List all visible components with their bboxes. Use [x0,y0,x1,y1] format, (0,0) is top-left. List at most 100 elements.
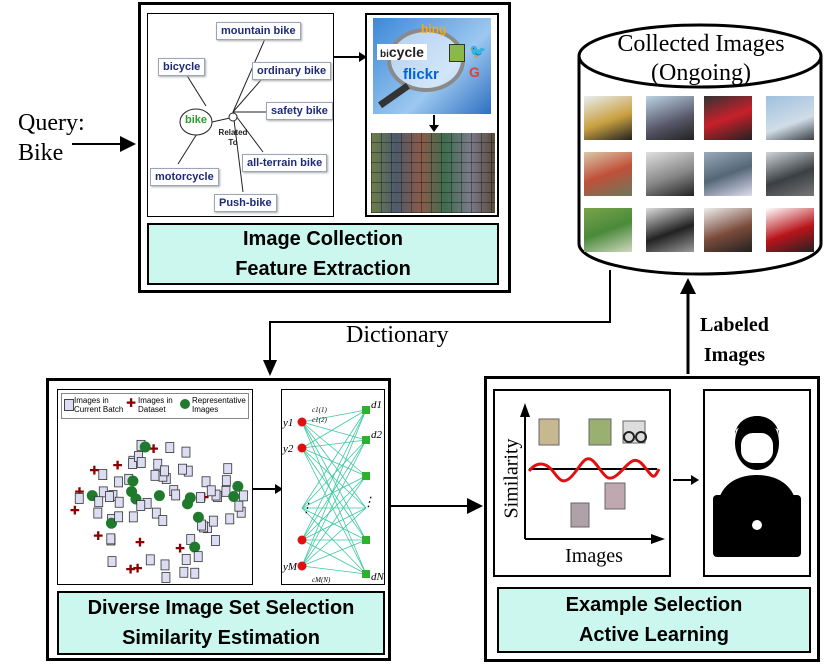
graph-node-all-terrain-bike: all-terrain bike [242,154,328,172]
batch-image-glyph [114,496,124,508]
batch-image-glyph [151,507,161,519]
labeled-images-line2: Images [703,344,765,366]
image-collection-caption: Image Collection Feature Extraction [147,223,499,285]
database-title-line1: Collected Images [617,31,785,57]
batch-image-glyph [181,554,191,565]
legend-dataset-icon: ✚ [126,396,137,410]
image-collection-panel: bike Related To mountain bike bicycle or… [138,2,511,293]
image-collection-caption-line1: Image Collection [242,228,404,250]
batch-image-glyph [74,493,84,504]
chart-ylabel: Similarity [500,438,523,519]
bipartite-edge [301,421,367,509]
bipartite-edge [301,409,367,449]
bipartite-right-node [362,472,370,480]
batch-image-glyph [114,511,124,523]
dataset-image-glyph: ✚ [175,542,185,556]
batch-image-glyph [193,551,203,563]
bipartite-left-node [297,417,307,427]
batch-image-glyph [114,476,123,488]
search-engine-image: bing bicycle 🐦 G flickr [373,18,491,114]
bipartite-c-label: c1(1) [312,406,327,414]
bipartite-d-label: d2 [371,429,383,441]
labeled-images-line1: Labeled [700,314,769,336]
diversity-caption: Diverse Image Set Selection Similarity E… [57,591,385,655]
batch-image-glyph [201,476,211,488]
batch-image-glyph [106,533,116,545]
twitter-icon: 🐦 [469,45,487,60]
bipartite-edge [301,507,367,541]
cursor-hand-icon [449,44,465,62]
similarity-chart-box: Similarity Images [493,389,671,577]
search-word-prefix: bi [380,49,389,60]
database-cylinder [577,23,823,276]
representative-image-glyph [139,441,151,453]
bipartite-right-node [362,436,370,444]
query-prefix: Query: [18,110,85,136]
dataset-image-glyph: ✚ [135,536,145,550]
bipartite-edge [301,475,367,567]
batch-image-glyph [171,489,181,501]
scatter-plot: ✚✚✚✚✚✚✚✚✚✚✚ [70,439,248,583]
bipartite-d-label: ⋮ [362,494,375,509]
collected-image [704,96,752,140]
dataset-image-glyph: ✚ [70,504,80,518]
arrow-graph-to-search [333,52,367,62]
batch-image-glyph [179,566,189,578]
batch-image-glyph [98,469,108,481]
dataset-image-glyph: ✚ [89,464,99,478]
batch-image-glyph [196,492,205,503]
bipartite-d-label: dN [371,571,384,583]
diversity-caption-line2: Similarity Estimation [122,627,320,649]
collected-image [766,152,814,196]
batch-image-glyph [160,559,170,571]
batch-image-glyph [94,496,104,508]
batch-image-glyph [136,500,146,511]
collected-image [766,208,814,252]
representative-image-glyph [153,490,165,502]
search-word: bicycle [377,44,427,60]
batch-image-glyph [234,500,244,512]
representative-image-glyph [189,541,201,553]
bipartite-edge [301,565,367,575]
bipartite-y-label: y1 [282,417,293,429]
bing-label: bing [421,22,447,36]
bipartite-edge [301,439,367,449]
bipartite-c-label: c1(2) [312,416,327,424]
batch-image-glyph [221,485,231,497]
query-value: Bike [18,140,64,166]
batch-image-glyph [128,458,137,469]
batch-image-glyph [128,511,138,523]
bipartite-right-node [362,570,370,578]
batch-image-glyph [150,469,160,481]
legend-representative-label: Representative Images [192,396,246,414]
bipartite-edge [301,447,367,575]
collected-image [584,96,632,140]
arrow-labeled-images [680,278,696,374]
google-label: G [469,64,480,80]
bipartite-edge [301,409,367,509]
collected-image [646,152,694,196]
batch-image-glyph [181,446,191,458]
dataset-image-glyph: ✚ [112,459,122,473]
database-title-line2: (Ongoing) [651,60,751,86]
representative-image-glyph [127,475,139,487]
bipartite-edge [301,409,367,423]
bipartite-right-node [362,406,370,414]
batch-image-glyph [206,485,216,497]
arrow-dictionary [263,270,611,376]
representative-image-glyph [228,490,240,502]
bipartite-edge [301,475,367,509]
bipartite-edge [301,439,367,541]
graph-node-bicycle: bicycle [158,58,206,76]
collected-image [584,208,632,252]
batch-image-glyph [210,535,220,546]
representative-image-glyph [232,480,244,492]
query-label: Query: Bike [18,108,85,168]
graph-node-push-bike: Push-bike [214,194,277,212]
bipartite-right-node [362,536,370,544]
representative-image-glyph [184,492,196,504]
dataset-image-glyph: ✚ [149,442,159,456]
bipartite-edge [301,447,367,541]
arrow-diversity-to-example [391,498,483,514]
